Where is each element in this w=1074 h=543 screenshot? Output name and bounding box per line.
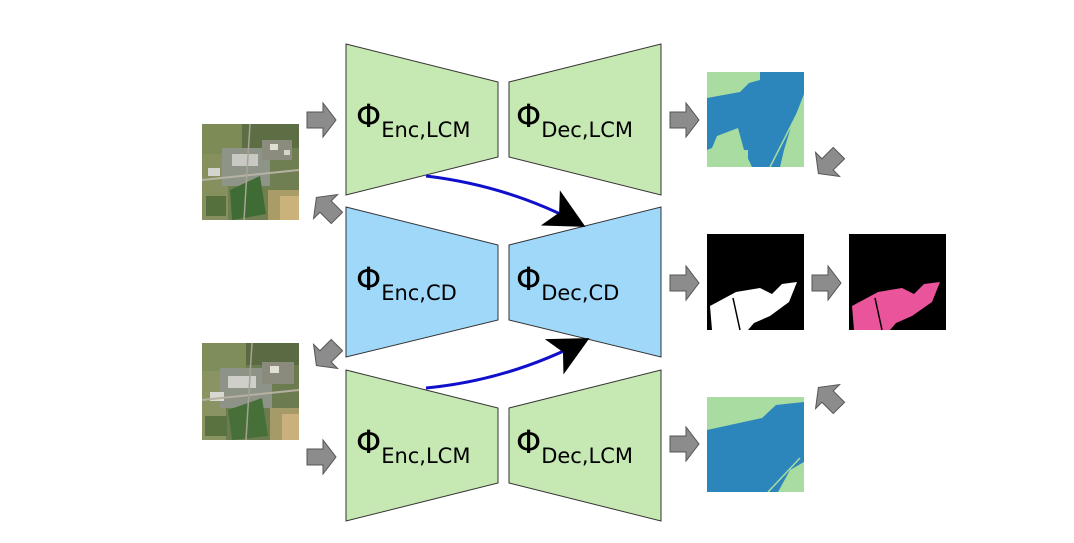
semantic-change-map (849, 234, 946, 331)
arrow-input-t1-to-top-encoder-icon (306, 101, 337, 139)
land-cover-map-t2 (707, 397, 804, 492)
arrow-bottom-decoder-to-lcm-t2-icon (669, 425, 700, 463)
skip-connection-bottom-icon (425, 338, 590, 390)
bottom-decoder-block (508, 369, 662, 522)
arrow-mask-to-change-map-icon (811, 264, 842, 302)
top-decoder-block (508, 43, 662, 196)
skip-connection-top-icon (425, 174, 586, 227)
aerial-image-t2 (202, 343, 299, 440)
land-cover-map-t1 (707, 72, 804, 167)
top-decoder-label: ΦDec,LCM (516, 97, 633, 142)
top-encoder-block (345, 43, 499, 196)
arrow-cd-decoder-to-mask-icon (669, 264, 700, 302)
bottom-decoder-label: ΦDec,LCM (516, 423, 633, 468)
arrow-top-decoder-to-lcm-t1-icon (669, 101, 700, 139)
arrow-lcm-t2-to-change-map-icon (814, 383, 846, 415)
arrow-input-t2-to-cd-encoder-icon (312, 338, 344, 370)
arrow-input-t2-to-bottom-encoder-icon (306, 438, 337, 476)
arrow-lcm-t1-to-change-map-icon (814, 146, 846, 178)
aerial-image-t1 (202, 124, 299, 220)
arrow-input-t1-to-cd-encoder-icon (312, 193, 344, 225)
cd-decoder-block (508, 206, 662, 358)
bottom-encoder-label: ΦEnc,LCM (356, 423, 470, 468)
top-encoder-label: ΦEnc,LCM (356, 97, 470, 142)
binary-change-mask (707, 234, 804, 331)
bottom-encoder-block (345, 369, 499, 522)
cd-encoder-block (345, 206, 499, 358)
cd-decoder-label: ΦDec,CD (516, 260, 619, 305)
cd-encoder-label: ΦEnc,CD (356, 260, 457, 305)
